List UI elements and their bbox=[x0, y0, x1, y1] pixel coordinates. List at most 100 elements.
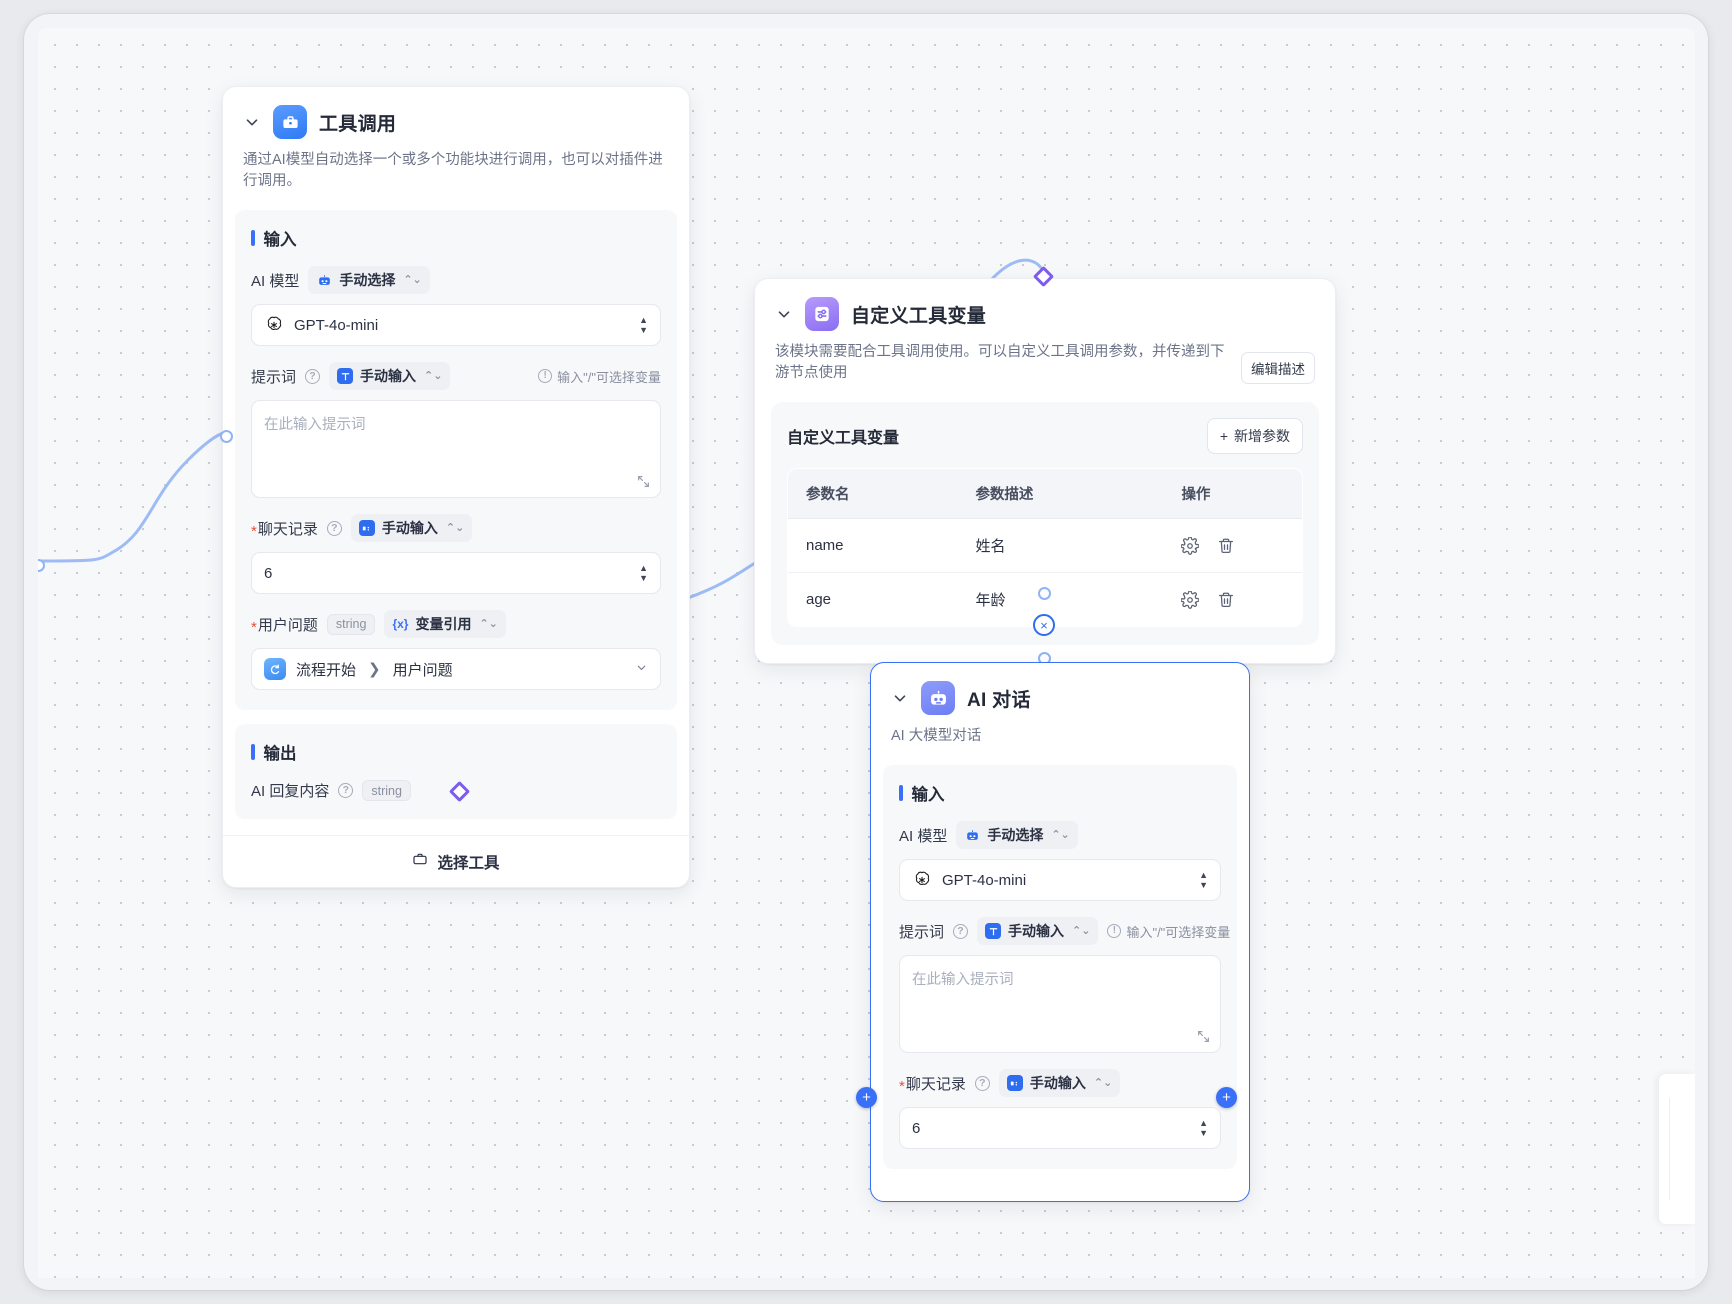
user-question-type-tag: string bbox=[326, 613, 376, 635]
tool-vars-card-title: 自定义工具变量 bbox=[787, 430, 900, 448]
cell-param-name: name bbox=[788, 518, 958, 574]
expand-icon[interactable] bbox=[1197, 1030, 1210, 1043]
input-section-label: 输入 bbox=[899, 781, 1221, 805]
field-ai-model: AI 模型 手动选择 ⌃⌄ bbox=[251, 266, 661, 347]
workflow-canvas[interactable]: 工具调用 通过AI模型自动选择一个或多个功能块进行调用，也可以对插件进行调用。 … bbox=[38, 28, 1695, 1278]
ai-model-select[interactable]: GPT-4o-mini ▲▼ bbox=[251, 304, 661, 347]
tool-vars-table: 参数名 参数描述 操作 name 姓名 bbox=[787, 468, 1303, 628]
help-icon[interactable]: ? bbox=[326, 520, 342, 536]
user-question-ref-node: 流程开始 bbox=[296, 661, 357, 679]
tool-vars-subcard: 自定义工具变量 + 新增参数 参数名 参数描述 操作 bbox=[771, 402, 1319, 646]
prompt-hint-text: 输入"/"可选择变量 bbox=[1126, 924, 1231, 940]
node-tool-vars-header: 自定义工具变量 该模块需要配合工具调用使用。可以自定义工具调用参数，并传递到下游… bbox=[755, 279, 1335, 388]
prompt-label: 提示词 bbox=[251, 368, 297, 386]
trash-icon[interactable] bbox=[1217, 591, 1235, 609]
ai-model-label: AI 模型 bbox=[251, 272, 300, 290]
table-row: age 年龄 bbox=[788, 573, 1302, 627]
expand-icon[interactable] bbox=[637, 475, 650, 488]
help-icon[interactable]: ? bbox=[305, 368, 321, 384]
add-param-button[interactable]: + 新增参数 bbox=[1206, 418, 1303, 455]
node-ai-chat-header: AI 对话 AI 大模型对话 bbox=[871, 663, 1249, 751]
chat-history-stepper[interactable]: ▲▼ bbox=[1199, 1118, 1208, 1139]
prompt-hint: ! 输入"/"可选择变量 bbox=[538, 367, 661, 386]
user-question-mode-pill[interactable]: {x} 变量引用 ⌃⌄ bbox=[384, 610, 506, 639]
settings-icon[interactable] bbox=[1180, 589, 1201, 609]
prompt-textarea[interactable]: 在此输入提示词 bbox=[899, 955, 1221, 1054]
chat-history-mode-pill[interactable]: 手动输入 ⌃⌄ bbox=[350, 514, 473, 543]
node-custom-tool-vars[interactable]: 自定义工具变量 该模块需要配合工具调用使用。可以自定义工具调用参数，并传递到下游… bbox=[754, 278, 1336, 665]
prompt-hint-text: 输入"/"可选择变量 bbox=[557, 369, 661, 385]
remove-edge-button[interactable]: × bbox=[1033, 614, 1055, 636]
node-ai-chat-description: AI 大模型对话 bbox=[891, 728, 982, 744]
ai-model-mode-text: 手动选择 bbox=[339, 272, 396, 289]
trash-icon[interactable] bbox=[1217, 537, 1235, 555]
required-star: * bbox=[251, 618, 257, 636]
port-canvas-left[interactable] bbox=[38, 559, 45, 572]
chat-history-stepper[interactable]: ▲▼ bbox=[639, 563, 648, 584]
chevron-down-icon[interactable] bbox=[243, 113, 261, 131]
ai-model-mode-text: 手动选择 bbox=[987, 827, 1044, 844]
port-tool-call-input[interactable] bbox=[220, 430, 233, 443]
prompt-textarea[interactable]: 在此输入提示词 bbox=[251, 400, 661, 499]
prompt-mode-pill[interactable]: 手动输入 ⌃⌄ bbox=[977, 917, 1099, 946]
node-tool-call[interactable]: 工具调用 通过AI模型自动选择一个或多个功能块进行调用，也可以对插件进行调用。 … bbox=[222, 86, 690, 889]
chat-history-value: 6 bbox=[912, 1119, 921, 1137]
ai-model-stepper[interactable]: ▲▼ bbox=[639, 315, 648, 336]
edge-left-in bbox=[38, 430, 227, 563]
select-tool-button[interactable]: 选择工具 bbox=[223, 835, 689, 887]
help-icon[interactable]: ? bbox=[953, 923, 969, 939]
settings-icon[interactable] bbox=[1180, 535, 1201, 555]
ai-model-mode-pill[interactable]: 手动选择 ⌃⌄ bbox=[308, 266, 430, 295]
plus-icon: + bbox=[1219, 428, 1228, 445]
prompt-hint: ! 输入"/"可选择变量 bbox=[1107, 922, 1230, 941]
add-node-right-handle[interactable]: + bbox=[1216, 1087, 1237, 1108]
prompt-mode-pill[interactable]: 手动输入 ⌃⌄ bbox=[329, 362, 451, 391]
openai-icon bbox=[912, 870, 932, 890]
variable-icon: {x} bbox=[392, 617, 409, 632]
port-tool-vars-output[interactable] bbox=[1038, 587, 1051, 600]
chat-history-mode-text: 手动输入 bbox=[1029, 1075, 1086, 1092]
updown-icon: ⌃⌄ bbox=[403, 273, 422, 286]
node-tool-call-header: 工具调用 通过AI模型自动选择一个或多个功能块进行调用，也可以对插件进行调用。 bbox=[223, 87, 689, 196]
breadcrumb-separator: ❯ bbox=[368, 661, 381, 679]
text-input-icon bbox=[985, 923, 1002, 940]
add-param-label: 新增参数 bbox=[1234, 428, 1290, 445]
updown-icon: ⌃⌄ bbox=[445, 521, 465, 534]
user-question-ref-field: 用户问题 bbox=[392, 661, 453, 679]
chat-history-label: *聊天记录 bbox=[251, 520, 318, 540]
chevron-down-icon[interactable] bbox=[775, 305, 793, 323]
help-icon[interactable]: ? bbox=[338, 783, 354, 799]
field-user-question: *用户问题 string {x} 变量引用 ⌃⌄ bbox=[251, 610, 661, 691]
node-ai-chat-title: AI 对话 bbox=[967, 689, 1031, 711]
select-tool-label: 选择工具 bbox=[437, 854, 500, 872]
chevron-down-icon[interactable] bbox=[635, 661, 648, 677]
updown-icon: ⌃⌄ bbox=[424, 369, 443, 382]
node-tool-vars-description-row: 该模块需要配合工具调用使用。可以自定义工具调用参数，并传递到下游节点使用 编辑描… bbox=[775, 342, 1315, 385]
chat-history-mode-pill[interactable]: 手动输入 ⌃⌄ bbox=[998, 1069, 1121, 1098]
prompt-mode-text: 手动输入 bbox=[360, 368, 417, 385]
chat-history-number-input[interactable]: 6 ▲▼ bbox=[899, 1107, 1221, 1150]
help-icon[interactable]: ? bbox=[974, 1075, 990, 1091]
cell-param-desc: 姓名 bbox=[957, 518, 1164, 574]
ai-model-select[interactable]: GPT-4o-mini ▲▼ bbox=[899, 859, 1221, 902]
user-question-label: *用户问题 bbox=[251, 616, 318, 636]
chat-history-number-input[interactable]: 6 ▲▼ bbox=[251, 552, 661, 595]
sliders-icon bbox=[805, 297, 839, 331]
prompt-label: 提示词 bbox=[899, 923, 945, 941]
tool-call-input-section: 输入 AI 模型 手动选择 ⌃⌄ bbox=[235, 210, 677, 711]
edit-description-button[interactable]: 编辑描述 bbox=[1241, 352, 1315, 385]
cell-actions bbox=[1163, 573, 1302, 627]
field-chat-history: *聊天记录 ? 手动输入 ⌃⌄ 6 ▲▼ bbox=[899, 1069, 1221, 1150]
toolbox-small-icon bbox=[412, 851, 428, 872]
ai-model-stepper[interactable]: ▲▼ bbox=[1199, 870, 1208, 891]
table-row: name 姓名 bbox=[788, 518, 1302, 574]
chevron-down-icon[interactable] bbox=[891, 689, 909, 707]
add-node-left-handle[interactable]: + bbox=[856, 1087, 877, 1108]
node-ai-chat[interactable]: AI 对话 AI 大模型对话 输入 AI 模型 手动选择 ⌃ bbox=[870, 662, 1250, 1202]
edge-toolvars-left bbox=[687, 558, 761, 600]
node-tool-call-description: 通过AI模型自动选择一个或多个功能块进行调用，也可以对插件进行调用。 bbox=[243, 152, 663, 190]
ai-model-mode-pill[interactable]: 手动选择 ⌃⌄ bbox=[956, 821, 1078, 850]
cell-param-desc: 年龄 bbox=[975, 592, 1006, 610]
user-question-variable-select[interactable]: 流程开始 ❯ 用户问题 bbox=[251, 648, 661, 691]
